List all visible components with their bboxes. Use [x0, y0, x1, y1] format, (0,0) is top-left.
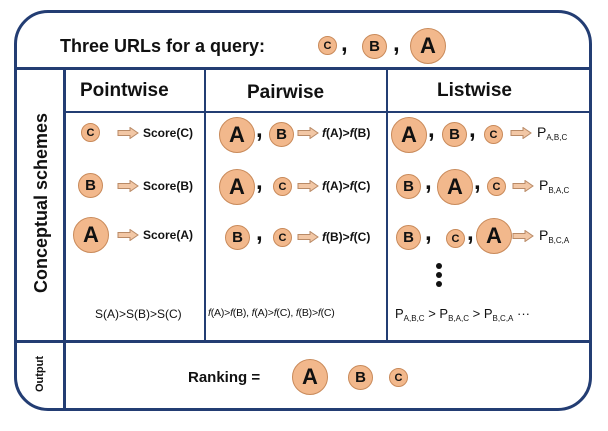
listwise-comma: , — [469, 116, 476, 143]
header-title: Three URLs for a query: — [60, 36, 266, 56]
pairwise-summary: f(A)>f(B), f(A)>f(C), f(B)>f(C) — [208, 307, 335, 319]
pairwise-comparison: f(B)>f(C) — [322, 230, 371, 244]
listwise-url: A — [437, 169, 473, 205]
right-arrow-icon — [117, 180, 139, 192]
listwise-probability: PB,C,A — [539, 227, 570, 245]
header-url-a: A — [410, 28, 446, 64]
pairwise-url-second: C — [273, 228, 292, 247]
pairwise-url-first: A — [219, 169, 255, 205]
side-label-divider — [63, 67, 66, 410]
pairwise-url-second: B — [269, 122, 294, 147]
listwise-url: C — [487, 177, 506, 196]
pointwise-url-c: C — [81, 123, 100, 142]
listwise-url: A — [391, 117, 427, 153]
pointwise-url-a: A — [73, 217, 109, 253]
column-header-pairwise: Pairwise — [247, 82, 325, 103]
right-arrow-icon — [297, 180, 319, 192]
pairwise-comparison: f(A)>f(B) — [322, 126, 371, 140]
pointwise-result: Score(A) — [143, 228, 194, 242]
pairwise-url-first: B — [225, 225, 250, 250]
right-arrow-icon — [510, 127, 532, 139]
pairwise-comma: , — [256, 168, 263, 195]
vertical-ellipsis-icon — [436, 263, 442, 290]
right-arrow-icon — [297, 127, 319, 139]
listwise-url: B — [396, 174, 421, 199]
column-header-listwise: Listwise — [437, 80, 512, 101]
pointwise-summary: S(A)>S(B)>S(C) — [95, 307, 182, 321]
pointwise-result: Score(C) — [143, 126, 194, 140]
pointwise-result: Score(B) — [143, 179, 194, 193]
pairwise-comma: , — [256, 116, 263, 143]
pointwise-url-b: B — [78, 173, 103, 198]
listwise-comma: , — [467, 219, 474, 246]
listwise-comma: , — [474, 168, 481, 195]
output-divider — [16, 340, 590, 343]
header-url-b: B — [362, 34, 387, 59]
header-comma: , — [393, 30, 400, 57]
ranking-url-third: C — [389, 368, 408, 387]
conceptual-schemes-label: Conceptual schemes — [31, 112, 51, 293]
ranking-url-first: A — [292, 359, 328, 395]
listwise-url: C — [484, 125, 503, 144]
column-divider-2 — [386, 67, 388, 342]
header-comma: , — [341, 30, 348, 57]
listwise-url: B — [396, 225, 421, 250]
listwise-url: A — [476, 218, 512, 254]
listwise-url: B — [442, 122, 467, 147]
output-label: Output — [34, 355, 46, 393]
listwise-probability: PB,A,C — [539, 177, 570, 195]
column-header-divider — [65, 111, 590, 113]
header-url-c: C — [318, 36, 337, 55]
right-arrow-icon — [117, 229, 139, 241]
pairwise-comma: , — [256, 219, 263, 246]
pairwise-url-second: C — [273, 177, 292, 196]
right-arrow-icon — [297, 231, 319, 243]
listwise-url: C — [446, 229, 465, 248]
column-header-pointwise: Pointwise — [80, 80, 169, 101]
diagram-frame — [14, 10, 592, 411]
listwise-comma: , — [428, 116, 435, 143]
right-arrow-icon — [117, 127, 139, 139]
listwise-comma: , — [425, 168, 432, 195]
right-arrow-icon — [512, 180, 534, 192]
listwise-summary: PA,B,C > PB,A,C > PB,C,A ··· — [395, 306, 530, 323]
pairwise-comparison: f(A)>f(C) — [322, 179, 371, 193]
ranking-label: Ranking = — [188, 369, 261, 386]
pairwise-url-first: A — [219, 117, 255, 153]
listwise-comma: , — [425, 219, 432, 246]
ranking-url-second: B — [348, 365, 373, 390]
header-divider — [16, 67, 590, 70]
right-arrow-icon — [512, 230, 534, 242]
column-divider-1 — [204, 67, 206, 342]
listwise-probability: PA,B,C — [537, 124, 568, 142]
